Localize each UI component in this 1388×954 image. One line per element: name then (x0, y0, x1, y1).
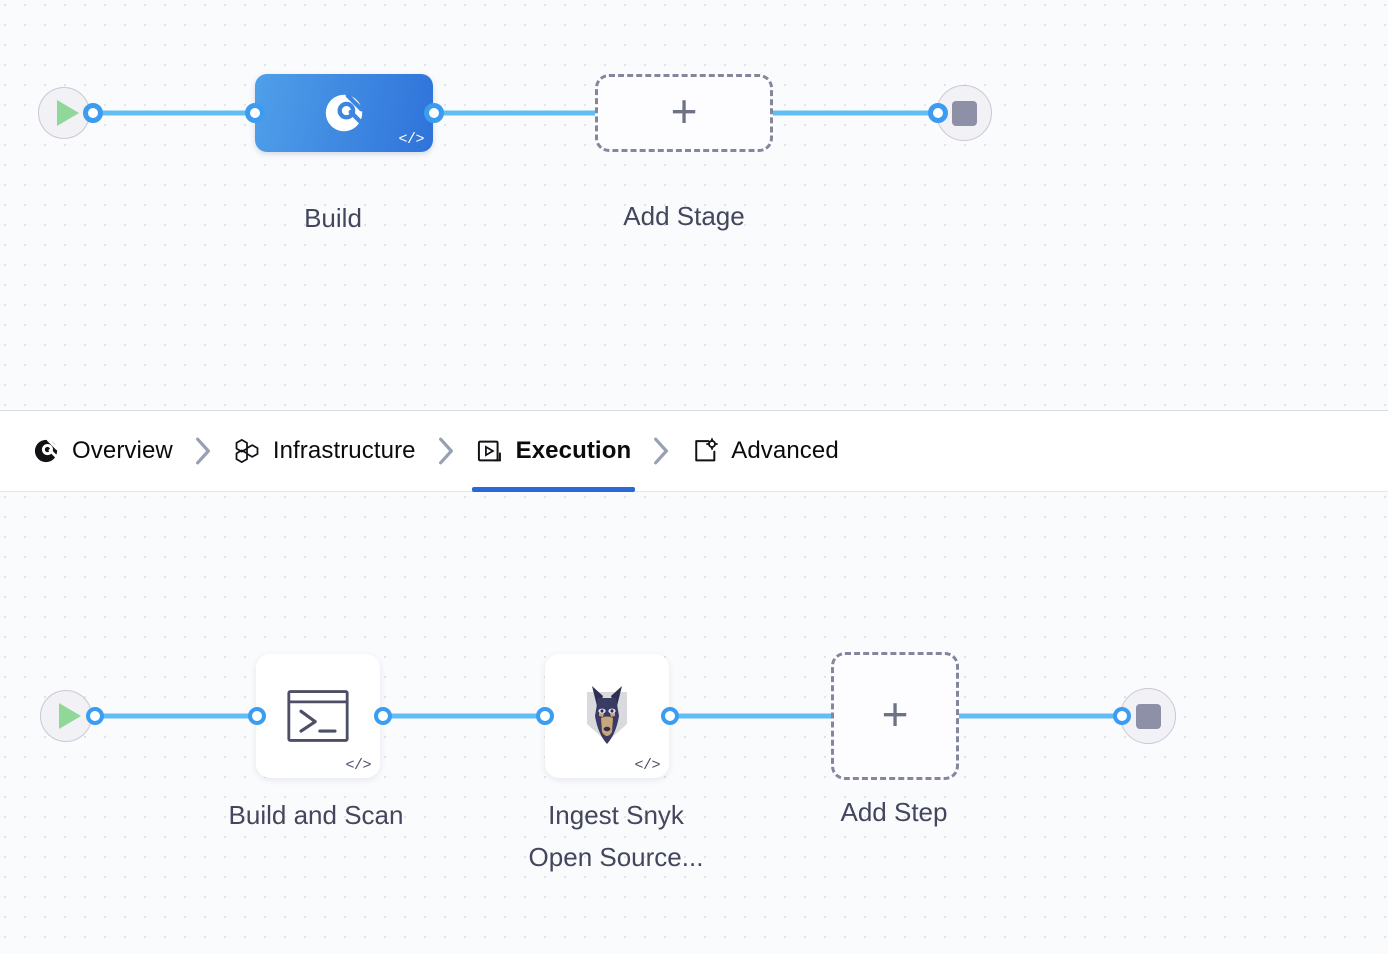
port-end-input[interactable] (928, 103, 948, 123)
bracket-gear-icon (695, 438, 719, 462)
pipeline-start-node[interactable] (38, 87, 90, 139)
add-stage-label: Add Stage (623, 201, 745, 231)
code-badge: </> (398, 131, 424, 148)
tab-label-execution: Execution (515, 437, 632, 464)
step-node-build-and-scan[interactable]: </> (256, 654, 380, 778)
terminal-icon (287, 690, 349, 742)
add-step-button[interactable]: + (831, 652, 959, 780)
execution-start-node[interactable] (40, 690, 92, 742)
execution-canvas[interactable]: </> Build and Scan (0, 492, 1388, 954)
wire-snyk-to-addstep (666, 713, 836, 719)
tab-advanced[interactable]: Advanced (689, 410, 841, 492)
port-buildscan-input[interactable] (248, 707, 266, 725)
wire-buildscan-to-snyk (380, 713, 550, 719)
tab-label-overview: Overview (72, 437, 173, 464)
step-label-ingest-snyk: Ingest Snyk Open Source... (528, 800, 704, 872)
play-box-icon (477, 440, 501, 462)
add-stage-button[interactable]: + (595, 74, 773, 152)
port-buildscan-output[interactable] (374, 707, 392, 725)
stage-canvas[interactable]: </> Build + Add Stage (0, 0, 1388, 410)
port-snyk-output[interactable] (661, 707, 679, 725)
code-badge: </> (345, 757, 371, 774)
tab-label-advanced: Advanced (731, 437, 839, 464)
wire-start-to-buildscan (82, 713, 262, 719)
snyk-doberman-icon (587, 686, 627, 744)
wire-build-to-addstage (430, 110, 605, 116)
add-step-label: Add Step (840, 797, 948, 827)
scan-donut-icon (325, 93, 365, 132)
stage-node-build[interactable]: </> (255, 74, 433, 152)
play-icon (56, 100, 79, 126)
hexagons-icon (235, 439, 259, 463)
step-node-ingest-snyk-open-source[interactable]: </> (545, 654, 669, 778)
port-build-output[interactable] (424, 103, 444, 123)
code-badge: </> (634, 757, 660, 774)
scan-donut-icon (34, 438, 60, 463)
port-exec-start-output[interactable] (86, 707, 104, 725)
stage-label-build: Build (304, 203, 362, 233)
chevron-right-icon-2 (418, 436, 474, 466)
plus-icon: + (881, 687, 909, 740)
step-label-build-and-scan: Build and Scan (228, 800, 404, 830)
port-snyk-input[interactable] (536, 707, 554, 725)
port-exec-end-input[interactable] (1113, 707, 1131, 725)
wire-addstep-to-end (955, 713, 1130, 719)
port-start-output[interactable] (83, 103, 103, 123)
stop-icon (951, 100, 977, 126)
tab-execution[interactable]: Execution (471, 410, 635, 492)
stop-icon (1135, 703, 1161, 729)
tab-overview[interactable]: Overview (30, 410, 175, 492)
port-build-input[interactable] (245, 103, 265, 123)
chevron-right-icon-3 (633, 436, 689, 466)
pipeline-end-node[interactable] (936, 85, 992, 141)
plus-icon: + (670, 84, 698, 137)
tab-infrastructure[interactable]: Infrastructure (231, 410, 418, 492)
tab-label-infrastructure: Infrastructure (272, 437, 416, 464)
chevron-right-icon-1 (175, 436, 231, 466)
stage-config-tabbar: Overview Infrastructure (0, 410, 1388, 492)
wire-addstage-to-end (765, 110, 945, 116)
play-icon (58, 703, 81, 729)
wire-start-to-build (80, 110, 260, 116)
